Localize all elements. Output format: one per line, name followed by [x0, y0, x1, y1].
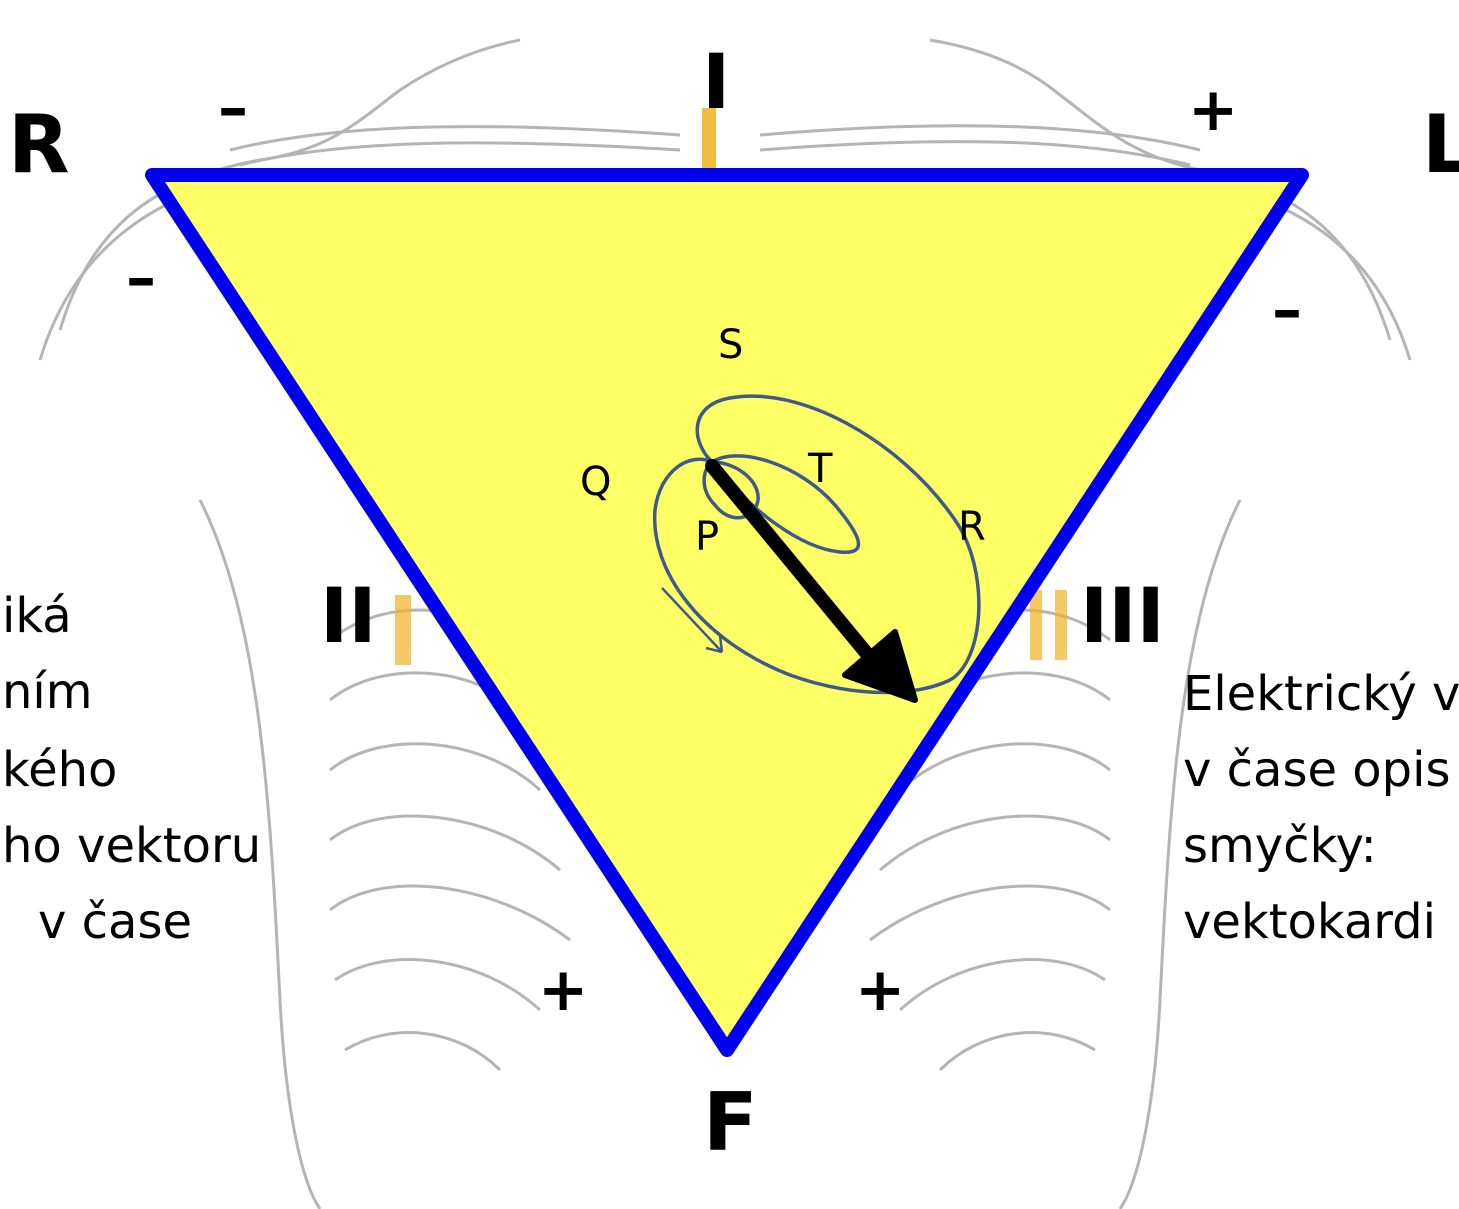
lead-iii-electrode-a [1030, 590, 1042, 660]
lead-label-ii: II [320, 571, 377, 660]
corner-label-right-arm: R [8, 98, 70, 191]
left-text-line: v čase [38, 894, 192, 950]
corner-label-foot: F [703, 1076, 758, 1169]
corner-label-left-arm: L [1422, 98, 1459, 191]
wave-label-q: Q [580, 459, 611, 505]
right-text-line: smyčky: [1183, 818, 1377, 874]
left-text-line: ním [2, 664, 93, 720]
lead-ii-positive-sign: + [538, 955, 588, 1025]
lead-i-positive-sign: + [1188, 75, 1238, 145]
wave-label-t: T [807, 446, 833, 492]
right-text-line: vektokardi [1183, 894, 1436, 950]
left-text-line: iká [2, 588, 72, 644]
right-text-line: v čase opis [1183, 742, 1450, 798]
right-text-line: Elektrický v [1183, 666, 1459, 722]
right-text-block: Elektrický v v čase opis smyčky: vektoka… [1183, 666, 1459, 950]
lead-ii-negative-sign: – [126, 243, 156, 313]
lead-i-negative-sign: – [218, 73, 248, 143]
lead-label-iii: III [1080, 571, 1165, 660]
lead-iii-negative-sign: – [1272, 275, 1302, 345]
left-text-block: iká ním kého ho vektoru v čase [2, 588, 261, 950]
lead-label-i: I [702, 37, 730, 126]
lead-iii-positive-sign: + [855, 955, 905, 1025]
wave-label-s: S [718, 322, 743, 368]
lead-iii-electrode-b [1055, 590, 1067, 660]
left-text-line: ho vektoru [2, 818, 261, 874]
lead-ii-electrode [395, 595, 411, 665]
wave-label-r: R [958, 504, 986, 550]
wave-label-p: P [695, 514, 719, 560]
left-text-line: kého [2, 742, 117, 798]
